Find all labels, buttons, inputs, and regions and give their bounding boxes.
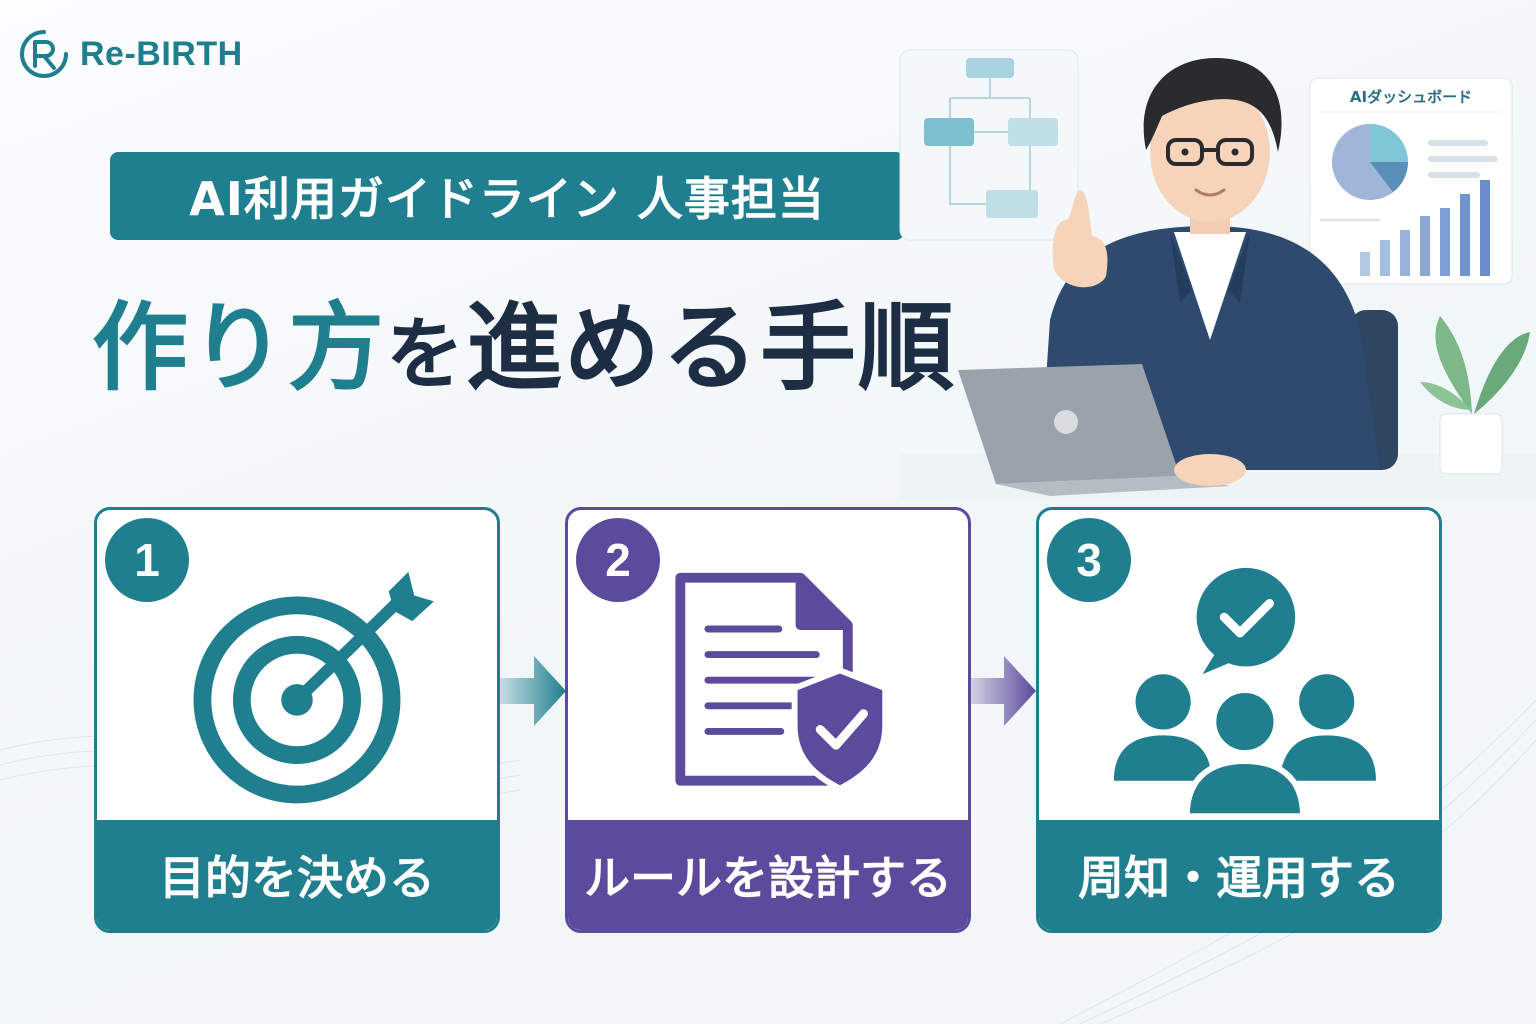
plant-decoration [1420,316,1530,475]
arrow-right-icon [500,656,566,726]
brand-name: Re-BIRTH [80,34,243,73]
page-title: 作り方を進める手順 [92,270,956,409]
topic-tag: AI利用ガイドライン 人事担当 [110,152,904,240]
title-part-3: 進める手順 [466,292,957,404]
title-part-2: を [386,310,467,400]
title-part-1: 作り方 [92,292,386,404]
step-number-2: 2 [576,518,660,602]
step-card-1: 1 目的を決める [94,507,500,933]
step-label-3: 周知・運用する [1039,820,1439,930]
flowchart-panel [899,49,1079,241]
step-number-1: 1 [105,518,189,602]
step-label-1: 目的を決める [97,820,497,930]
target-icon [193,571,434,804]
step-label-2: ルールを設計する [568,820,968,930]
dashboard-panel: AIダッシュボード [1309,77,1513,285]
team-check-icon [1113,567,1376,820]
hero-illustration: AIダッシュボード [899,49,1536,500]
step-card-2: 2 ルールを設計する [565,507,971,933]
brand-logo[interactable]: Re-BIRTH [18,28,243,80]
person-illustration [958,58,1380,496]
step-card-3: 3 周知・運用する [1036,507,1442,933]
document-shield-icon [675,572,889,792]
dashboard-title: AIダッシュボード [1350,88,1472,106]
arrow-right-icon [970,656,1036,726]
step-number-3: 3 [1047,518,1131,602]
brand-logo-icon [20,30,68,78]
